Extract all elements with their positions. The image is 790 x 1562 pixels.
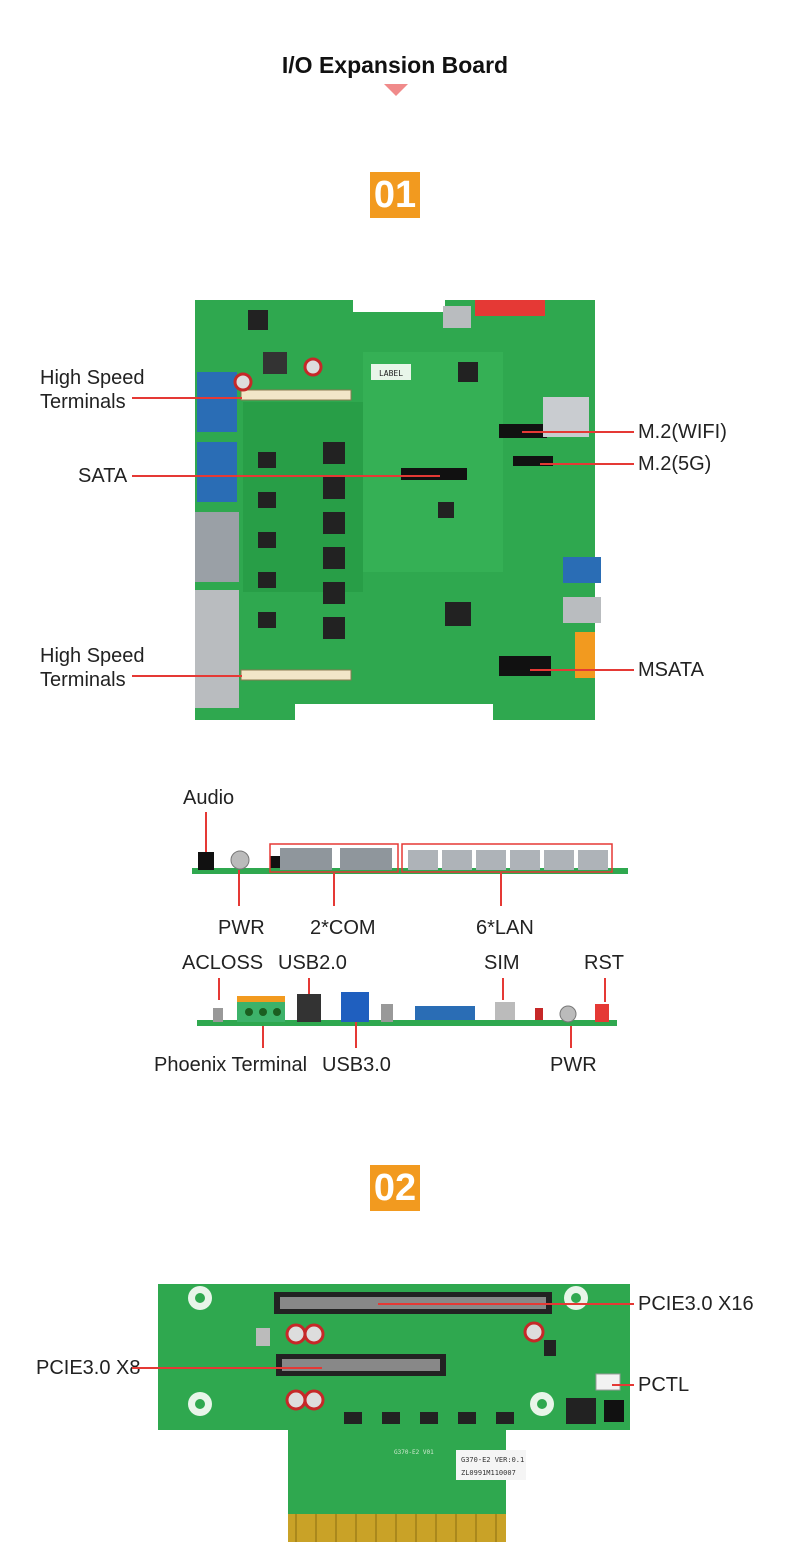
label-usb2: USB2.0 <box>278 952 347 974</box>
io-expansion-board-image: LABEL <box>195 300 601 720</box>
label-sim: SIM <box>484 952 520 974</box>
front-panel-image <box>192 843 628 874</box>
riser-board-image: G370-E2 VER:0.1 ZL0991M110007 G370-E2 V0… <box>158 1284 630 1542</box>
title-arrow-icon <box>384 84 408 96</box>
section-badge-02: 02 <box>370 1165 420 1211</box>
callout-line-lan <box>500 873 502 906</box>
label-msata: MSATA <box>638 659 704 681</box>
callout-line-pcie-x16 <box>378 1303 634 1305</box>
callout-line-pcie-x8 <box>132 1367 322 1369</box>
page-title: I/O Expansion Board <box>281 52 509 78</box>
label-pcie-x16: PCIE3.0 X16 <box>638 1293 754 1315</box>
callout-line-high-speed-top <box>132 397 242 399</box>
callout-line-m2-wifi <box>522 431 634 433</box>
label-m2-5g: M.2(5G) <box>638 453 712 475</box>
label-rst: RST <box>584 952 624 974</box>
label-acloss: ACLOSS <box>182 952 264 974</box>
callout-line-pctl <box>612 1384 634 1386</box>
label-pcie-x8: PCIE3.0 X8 <box>36 1357 141 1379</box>
callout-line-high-speed-bottom <box>132 675 242 677</box>
callout-line-rst <box>604 978 606 1002</box>
label-high-speed-terminals-top: High Speed Terminals <box>40 367 145 413</box>
label-sata: SATA <box>78 465 128 487</box>
callout-line-usb3 <box>355 1022 357 1048</box>
callout-line-sim <box>502 978 504 1000</box>
label-phoenix-terminal: Phoenix Terminal <box>154 1054 308 1076</box>
section-badge-01: 01 <box>370 172 420 218</box>
callout-line-sata <box>132 475 440 477</box>
callout-line-pwr-front <box>238 870 240 906</box>
label-lan: 6*LAN <box>476 917 534 939</box>
board-label-text: LABEL <box>379 369 403 378</box>
rear-panel-image <box>197 992 617 1026</box>
callout-line-usb2 <box>308 978 310 994</box>
callout-line-com <box>333 873 335 906</box>
label-pwr-front: PWR <box>218 917 265 939</box>
callout-line-acloss <box>218 978 220 1000</box>
callout-line-audio <box>205 812 207 852</box>
riser-model2-text: G370-E2 V01 <box>394 1449 434 1456</box>
label-pctl: PCTL <box>638 1374 690 1396</box>
callout-line-phoenix <box>262 1026 264 1048</box>
label-pwr-rear: PWR <box>550 1054 597 1076</box>
riser-serial-text: ZL0991M110007 <box>461 1469 516 1477</box>
label-audio: Audio <box>183 787 235 809</box>
label-m2-wifi: M.2(WIFI) <box>638 421 727 443</box>
label-usb3: USB3.0 <box>322 1054 391 1076</box>
callout-line-msata <box>530 669 634 671</box>
callout-line-pwr-rear <box>570 1026 572 1048</box>
callout-line-m2-5g <box>540 463 634 465</box>
riser-model-text: G370-E2 VER:0.1 <box>461 1456 524 1464</box>
label-com: 2*COM <box>310 917 376 939</box>
label-high-speed-terminals-bottom: High Speed Terminals <box>40 645 145 691</box>
